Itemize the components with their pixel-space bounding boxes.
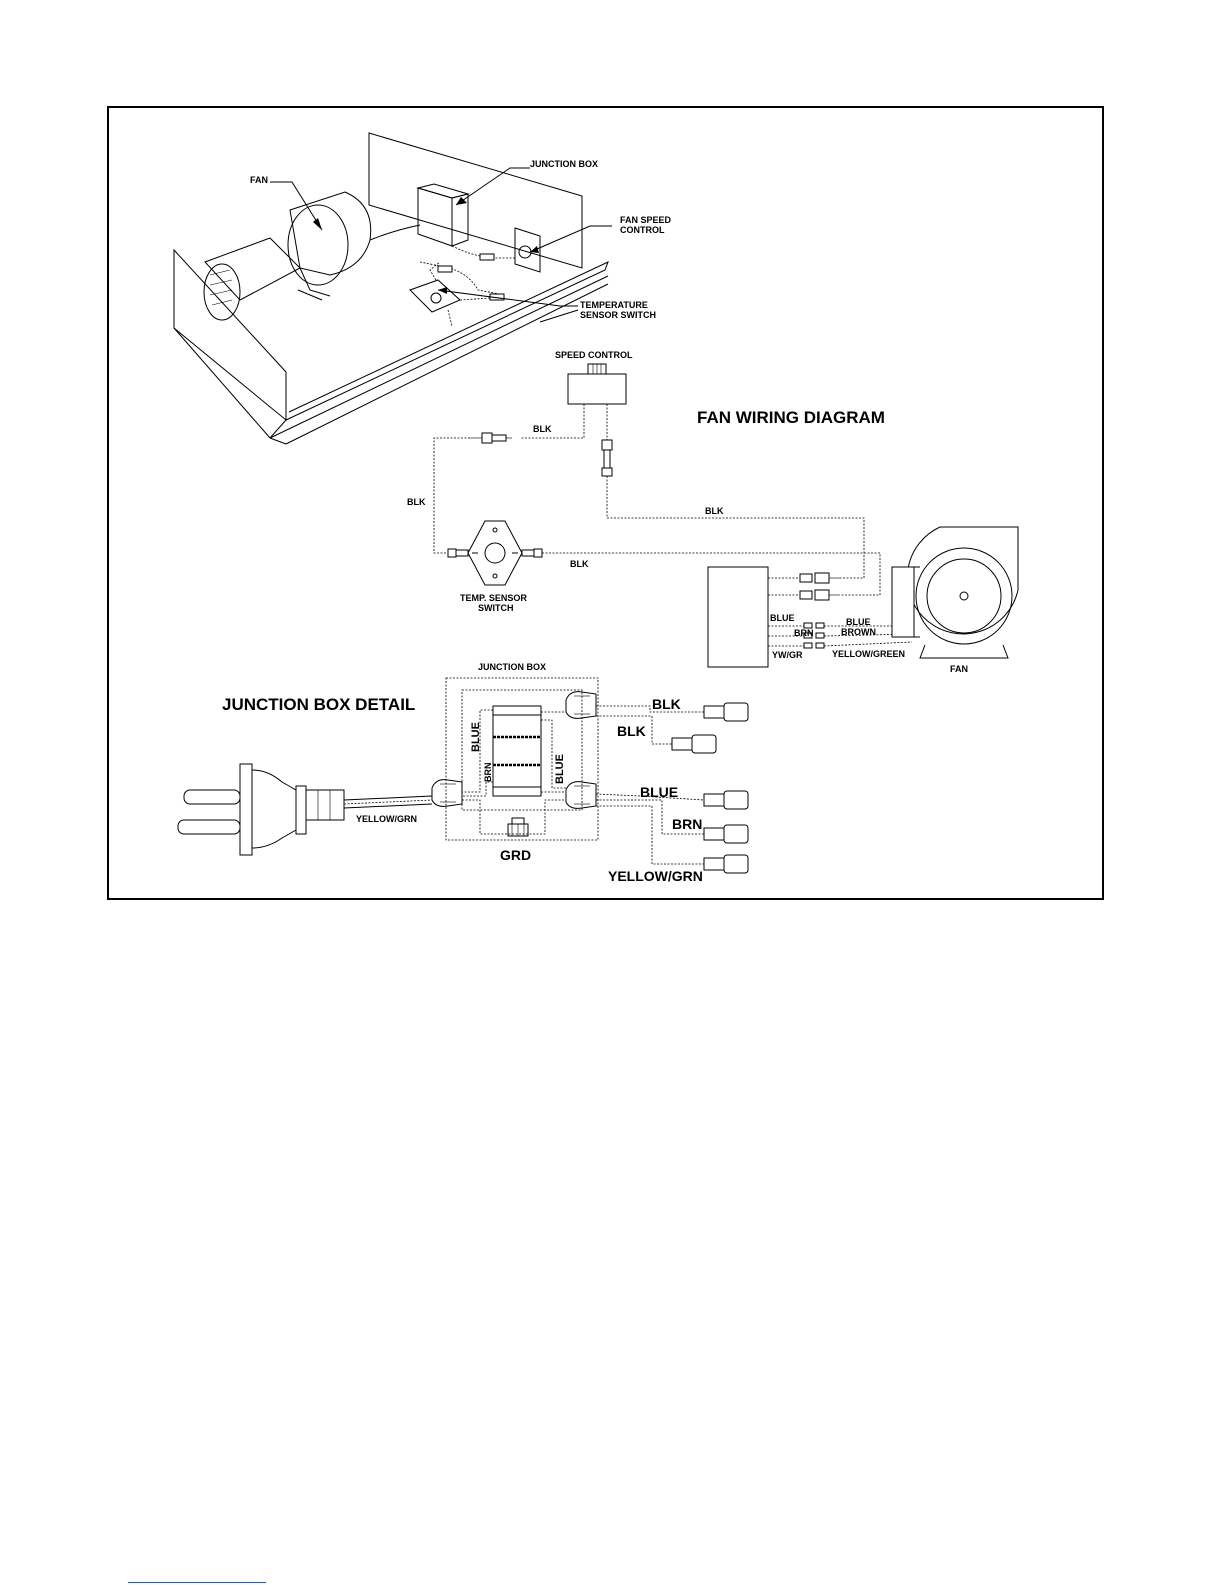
label-detail-blue-left: BLUE — [470, 722, 482, 752]
terminal-yellow-grn — [704, 855, 748, 873]
blower-fan-symbol — [892, 527, 1018, 658]
label-brn-short: BRN — [794, 628, 814, 638]
fan-junction-box — [708, 567, 768, 667]
ground-lug — [508, 818, 528, 836]
label-yellow-green-long: YELLOW/GREEN — [832, 649, 905, 659]
label-detail-blue: BLUE — [640, 784, 678, 800]
temp-sensor-switch — [468, 521, 522, 585]
terminal-blk-2 — [672, 735, 716, 753]
terminal-block — [493, 706, 541, 796]
power-plug — [178, 764, 432, 855]
label-detail-yellow-grn-right: YELLOW/GRN — [608, 868, 703, 884]
fan-wiring-title: FAN WIRING DIAGRAM — [697, 408, 885, 427]
speed-control-body — [568, 374, 626, 404]
grommet-bottom-right — [566, 782, 596, 809]
label-detail-blk-1: BLK — [652, 696, 681, 712]
label-junction-box-detail: JUNCTION BOX — [478, 662, 546, 672]
label-temp-sensor-top-1: TEMPERATURE — [580, 300, 648, 310]
label-detail-blue-right: BLUE — [554, 754, 566, 784]
label-blk-left: BLK — [407, 497, 426, 507]
label-yw-gr: YW/GR — [772, 650, 803, 660]
label-junction-box-top: JUNCTION BOX — [530, 159, 598, 169]
label-detail-grd: GRD — [500, 847, 531, 863]
label-blk-right: BLK — [705, 506, 724, 516]
label-blk-middle: BLK — [570, 559, 589, 569]
label-blue-long: BLUE — [846, 617, 871, 627]
junction-box-iso — [418, 184, 468, 246]
label-temp-sensor-top-2: SENSOR SWITCH — [580, 310, 656, 320]
temp-sensor-iso — [410, 280, 460, 312]
label-fan-bottom: FAN — [950, 664, 968, 674]
label-temp-sensor-switch-2: SWITCH — [478, 603, 514, 613]
blower-housing — [204, 192, 420, 320]
label-blk-upper: BLK — [533, 424, 552, 434]
label-detail-blk-2: BLK — [617, 723, 646, 739]
label-fan-speed-control-2: CONTROL — [620, 225, 665, 235]
label-speed-control: SPEED CONTROL — [555, 350, 633, 360]
label-fan-speed-control-1: FAN SPEED — [620, 215, 672, 225]
label-detail-brn: BRN — [672, 816, 702, 832]
label-temp-sensor-switch-1: TEMP. SENSOR — [460, 593, 527, 603]
label-fan-top: FAN — [250, 175, 268, 185]
label-detail-brn-vertical: BRN — [483, 763, 493, 783]
terminal-blue — [704, 791, 748, 809]
label-detail-yellow-grn-left: YELLOW/GRN — [356, 814, 417, 824]
label-blue-short: BLUE — [770, 613, 795, 623]
terminal-blk-1 — [704, 703, 748, 721]
grommet-left — [432, 780, 462, 807]
assembly-drawing — [174, 133, 612, 444]
footer-rule — [128, 1582, 266, 1584]
label-brown-long: BROWN — [841, 627, 876, 637]
grommet-top-right — [566, 692, 596, 719]
junction-box-detail-title: JUNCTION BOX DETAIL — [222, 695, 415, 714]
terminal-brn — [704, 825, 748, 843]
